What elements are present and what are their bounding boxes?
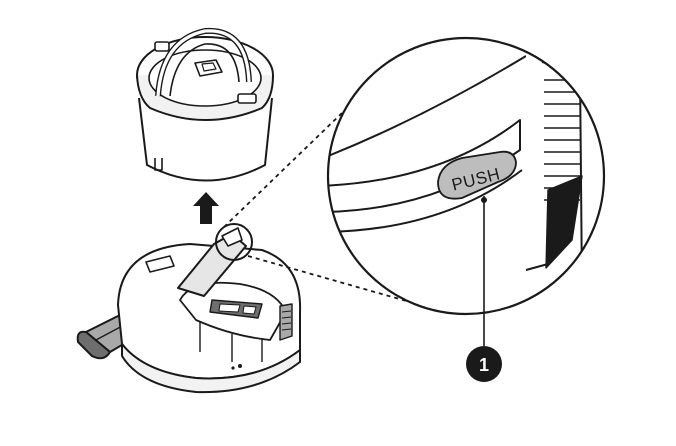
callout-number: 1 bbox=[479, 355, 489, 375]
push-button: PUSH bbox=[437, 150, 517, 200]
robot-base bbox=[76, 227, 302, 394]
magnified-detail: PUSH bbox=[326, 36, 606, 316]
dust-container bbox=[136, 27, 274, 182]
detail-highlight-circle bbox=[215, 223, 253, 261]
callout-marker: 1 bbox=[466, 196, 502, 382]
up-arrow-icon bbox=[193, 192, 219, 224]
